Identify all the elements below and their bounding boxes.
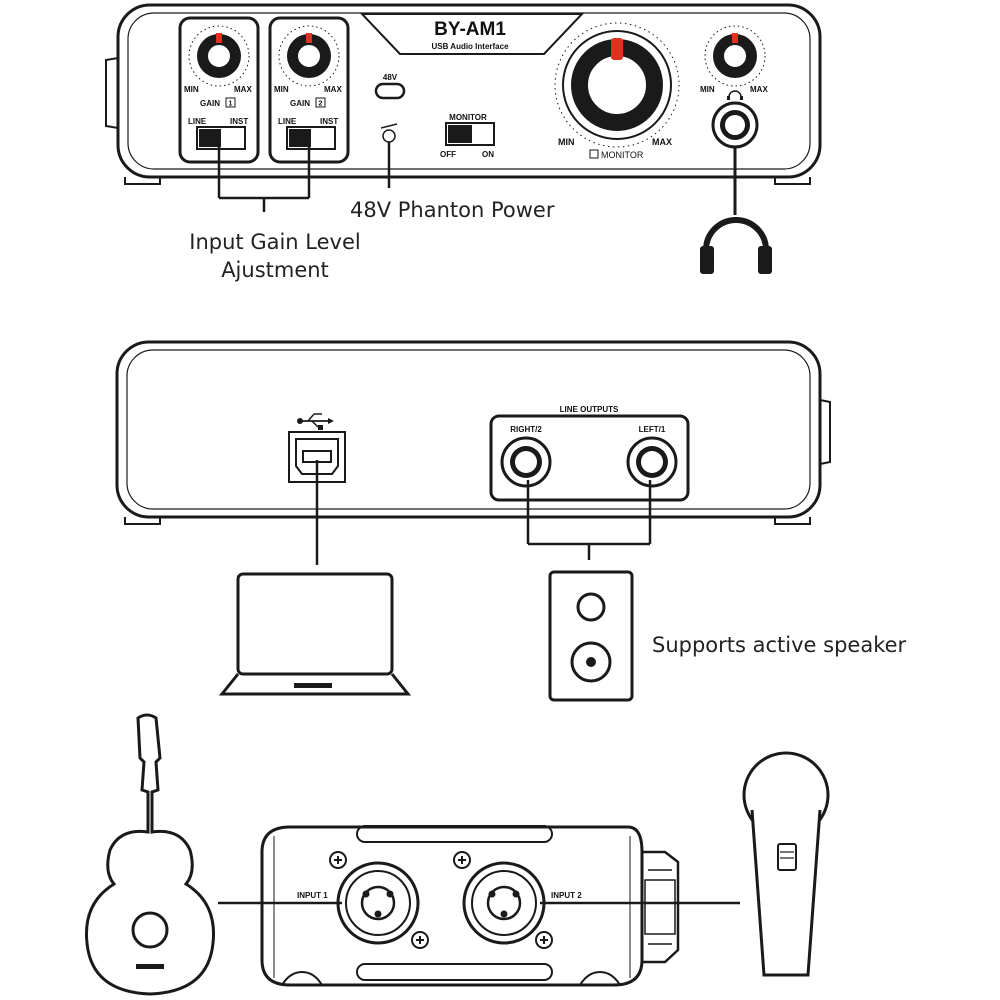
monitor-off-label: OFF — [440, 150, 456, 159]
gain1-inst-label: INST — [230, 117, 248, 126]
phantom-power-button[interactable]: 48V — [374, 73, 406, 143]
line-outputs-label: LINE OUTPUTS — [560, 405, 619, 414]
microphone-icon — [742, 751, 830, 977]
output-connector-lines — [526, 480, 652, 560]
speaker-icon — [548, 570, 634, 702]
left-output-label: LEFT/1 — [639, 425, 666, 434]
input-panel: INPUT 1 INPUT 2 — [260, 825, 680, 987]
gain1-number: 1 — [229, 101, 233, 108]
input2-label: INPUT 2 — [551, 891, 582, 900]
line-inst-switch-2[interactable] — [286, 126, 336, 150]
monitor-switch-label: MONITOR — [449, 113, 487, 122]
gain2-line-label: LINE — [278, 117, 297, 126]
headphone-small-icon — [727, 90, 743, 100]
monitor-knob-indicator — [611, 38, 623, 60]
headphones-icon — [700, 217, 772, 274]
combo-input-2[interactable] — [462, 861, 546, 945]
gain1-line-label: LINE — [188, 117, 207, 126]
model-name: BY-AM1 — [434, 19, 506, 40]
monitor-on-label: ON — [482, 150, 494, 159]
gain2-min-label: MIN — [274, 85, 289, 94]
laptop-icon — [218, 572, 412, 696]
front-panel: BY-AM1 USB Audio Interface MIN MAX GAIN … — [105, 3, 822, 185]
monitor-knob-min: MIN — [558, 137, 575, 147]
gain-knob-2-indicator — [306, 33, 312, 43]
usb-icon — [297, 413, 334, 430]
line-outputs-group: LINE OUTPUTS RIGHT/2 LEFT/1 — [489, 405, 690, 502]
right-output-label: RIGHT/2 — [510, 425, 542, 434]
phantom-led — [382, 129, 396, 143]
line-inst-switch-1[interactable] — [196, 126, 246, 150]
monitor-volume-knob[interactable]: MIN MAX MONITOR — [554, 22, 680, 160]
headphone-jack[interactable] — [711, 101, 759, 149]
headphone-knob-max: MAX — [750, 85, 768, 94]
headphone-volume-knob[interactable]: MIN MAX — [700, 25, 768, 94]
gain2-inst-label: INST — [320, 117, 338, 126]
gain-section-1: MIN MAX GAIN 1 LINE INST — [178, 16, 260, 164]
guitar-icon — [85, 713, 215, 996]
monitor-knob-max: MAX — [652, 137, 672, 147]
gain2-max-label: MAX — [324, 85, 342, 94]
gain2-label: GAIN — [290, 99, 310, 108]
model-subtitle: USB Audio Interface — [431, 42, 509, 51]
right-output-jack[interactable] — [500, 436, 552, 488]
phantom-callout: 48V Phanton Power — [350, 198, 555, 222]
gain1-max-label: MAX — [234, 85, 252, 94]
gain1-label: GAIN — [200, 99, 220, 108]
gain-callout: Input Gain Level Ajustment — [175, 228, 375, 284]
left-output-jack[interactable] — [626, 436, 678, 488]
gain-callout-line2: Ajustment — [221, 258, 329, 282]
monitor-knob-label: MONITOR — [601, 150, 644, 160]
gain2-number: 2 — [319, 101, 323, 108]
headphone-knob-min: MIN — [700, 85, 715, 94]
gain-callout-line1: Input Gain Level — [189, 230, 361, 254]
panel-screws — [329, 851, 553, 949]
gain-section-2: MIN MAX GAIN 2 LINE INST — [268, 16, 350, 164]
gain-knob-1-indicator — [216, 33, 222, 43]
input1-label: INPUT 1 — [297, 891, 328, 900]
speaker-callout: Supports active speaker — [652, 633, 907, 657]
phantom-label: 48V — [383, 73, 398, 82]
monitor-switch[interactable]: MONITOR OFF ON — [440, 113, 495, 159]
gain1-min-label: MIN — [184, 85, 199, 94]
rear-panel: LINE OUTPUTS RIGHT/2 LEFT/1 — [115, 340, 831, 525]
combo-input-1[interactable] — [336, 861, 420, 945]
gain-connector-lines — [217, 138, 311, 212]
